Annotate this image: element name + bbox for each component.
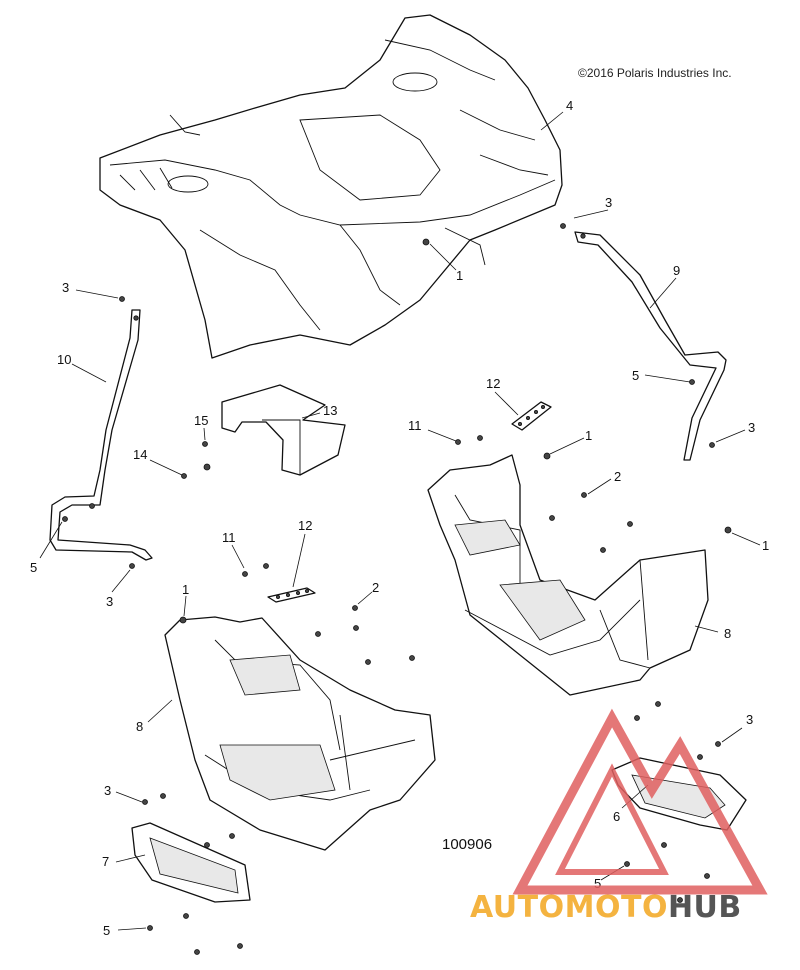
callout-12: 12 [298, 518, 312, 533]
brace-10-part [49, 309, 153, 561]
footwell-left-part [164, 616, 436, 851]
fastener-hardware [62, 223, 732, 955]
callout-9: 9 [673, 263, 680, 278]
callout-12: 12 [486, 376, 500, 391]
callout-8: 8 [724, 626, 731, 641]
callout-1: 1 [762, 538, 769, 553]
callout-labels: 4 1 3 9 5 3 3 10 5 3 13 15 14 12 11 1 2 … [30, 98, 769, 938]
callout-11: 11 [408, 418, 422, 433]
callout-5: 5 [30, 560, 37, 575]
copyright-notice: ©2016 Polaris Industries Inc. [578, 66, 732, 80]
footrest-7-part [131, 822, 251, 903]
callout-11: 11 [222, 530, 236, 545]
leader-lines [39, 111, 761, 931]
plate-12-left-part [267, 587, 316, 603]
callout-1: 1 [585, 428, 592, 443]
watermark-text: AUTOMOTOHUB [470, 890, 742, 925]
callout-3: 3 [62, 280, 69, 295]
callout-15: 15 [194, 413, 208, 428]
rear-fender-part [99, 14, 563, 359]
callout-5: 5 [594, 876, 601, 891]
svg-text:AUTOMOTOHUB: AUTOMOTOHUB [470, 890, 742, 925]
callout-5: 5 [632, 368, 639, 383]
watermark-text-automoto: AUTOMOTO [470, 890, 668, 925]
watermark-text-hub: HUB [668, 890, 742, 925]
callout-3: 3 [748, 420, 755, 435]
callout-4: 4 [566, 98, 573, 113]
callout-7: 7 [102, 854, 109, 869]
footwell-right-part [427, 454, 709, 696]
bracket-13-part [221, 384, 346, 476]
plate-12-right-part [511, 401, 552, 431]
callout-3: 3 [106, 594, 113, 609]
callout-3: 3 [746, 712, 753, 727]
callout-14: 14 [133, 447, 147, 462]
drawing-number: 100906 [442, 836, 493, 853]
callout-3: 3 [104, 783, 111, 798]
callout-13: 13 [323, 403, 337, 418]
callout-8: 8 [136, 719, 143, 734]
callout-3: 3 [605, 195, 612, 210]
callout-6: 6 [613, 809, 620, 824]
callout-2: 2 [372, 580, 379, 595]
watermark-logo [512, 708, 768, 895]
callout-5: 5 [103, 923, 110, 938]
callout-1: 1 [182, 582, 189, 597]
callout-1: 1 [456, 268, 463, 283]
brace-9-part [574, 231, 727, 461]
callout-10: 10 [57, 352, 71, 367]
callout-2: 2 [614, 469, 621, 484]
